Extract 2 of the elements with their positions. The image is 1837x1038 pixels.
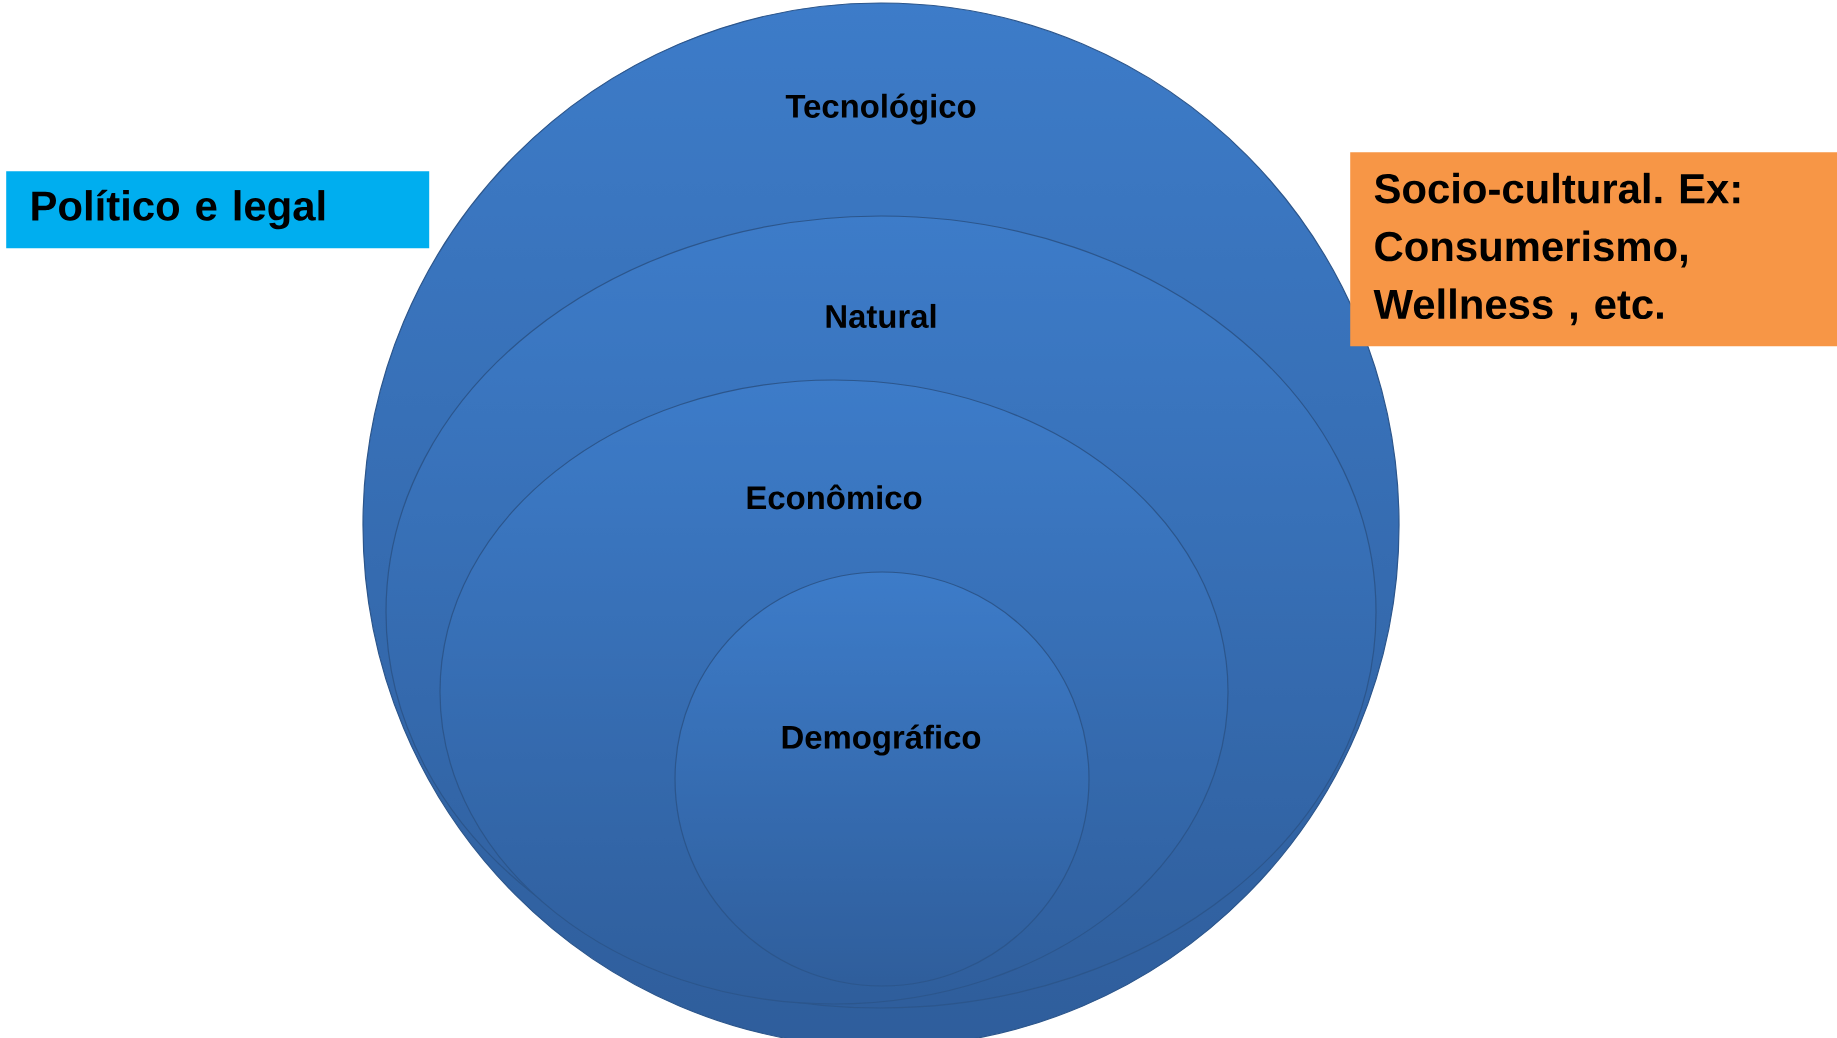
text-box: Político e legal [6, 171, 430, 249]
text-box: Socio-cultural. Ex: Consumerismo, Wellness , etc. [1350, 152, 1837, 347]
